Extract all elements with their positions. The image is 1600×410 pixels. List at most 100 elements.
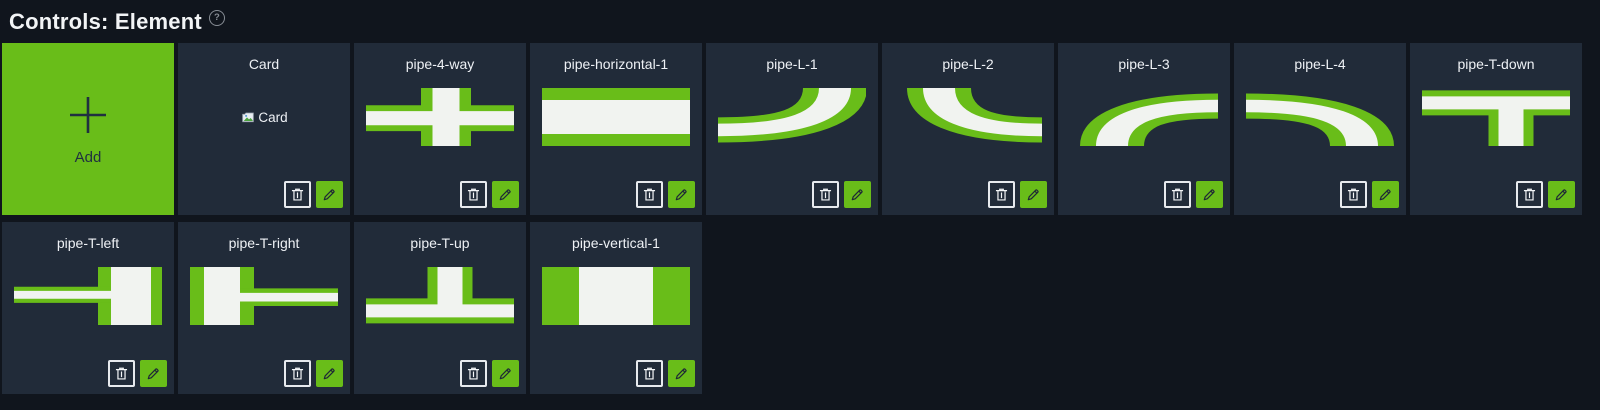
element-card-pipe-vertical-1: pipe-vertical-1 [530, 222, 702, 394]
card-title: pipe-L-4 [1294, 56, 1346, 72]
delete-button[interactable] [636, 360, 663, 387]
edit-button[interactable] [492, 181, 519, 208]
pencil-icon [675, 189, 687, 201]
pencil-icon [323, 368, 335, 380]
delete-button[interactable] [812, 181, 839, 208]
edit-button[interactable] [316, 181, 343, 208]
card-image: Card [190, 88, 338, 146]
card-actions [284, 360, 343, 387]
card-actions [1340, 181, 1399, 208]
delete-button[interactable] [460, 181, 487, 208]
delete-button[interactable] [1164, 181, 1191, 208]
edit-button[interactable] [668, 181, 695, 208]
edit-button[interactable] [1020, 181, 1047, 208]
pipe-L-2-image [894, 88, 1042, 146]
trash-icon [1171, 188, 1184, 201]
delete-button[interactable] [460, 360, 487, 387]
trash-icon [291, 367, 304, 380]
element-card-pipe-l-1: pipe-L-1 [706, 43, 878, 215]
edit-button[interactable] [668, 360, 695, 387]
edit-button[interactable] [844, 181, 871, 208]
card-title: pipe-T-down [1457, 56, 1535, 72]
delete-button[interactable] [988, 181, 1015, 208]
pipe-T-left-image [14, 267, 162, 325]
card-actions [988, 181, 1047, 208]
card-actions [1164, 181, 1223, 208]
edit-button[interactable] [1372, 181, 1399, 208]
delete-button[interactable] [284, 181, 311, 208]
broken-image-icon: Card [240, 109, 288, 125]
page-title: Controls: Element [9, 8, 202, 34]
broken-image-alt-text: Card [258, 109, 288, 125]
element-card-pipe-t-left: pipe-T-left [2, 222, 174, 394]
trash-icon [1347, 188, 1360, 201]
trash-icon [1523, 188, 1536, 201]
card-actions [108, 360, 167, 387]
plus-icon [70, 96, 106, 133]
add-element-card[interactable]: Add [2, 43, 174, 215]
card-title: pipe-T-up [410, 235, 470, 251]
pencil-icon [147, 368, 159, 380]
element-card-pipe-4-way: pipe-4-way [354, 43, 526, 215]
edit-button[interactable] [1548, 181, 1575, 208]
trash-icon [115, 367, 128, 380]
card-actions [460, 181, 519, 208]
trash-icon [819, 188, 832, 201]
card-actions [636, 181, 695, 208]
card-actions [636, 360, 695, 387]
delete-button[interactable] [1516, 181, 1543, 208]
delete-button[interactable] [636, 181, 663, 208]
pipe-T-right-image [190, 267, 338, 325]
pipe-T-up-image [366, 267, 514, 325]
delete-button[interactable] [1340, 181, 1367, 208]
element-card-pipe-t-right: pipe-T-right [178, 222, 350, 394]
card-title: pipe-T-left [56, 235, 120, 251]
card-title: Card [248, 56, 280, 72]
pencil-icon [323, 189, 335, 201]
edit-button[interactable] [492, 360, 519, 387]
card-title: pipe-L-3 [1118, 56, 1170, 72]
card-actions [284, 181, 343, 208]
trash-icon [291, 188, 304, 201]
delete-button[interactable] [284, 360, 311, 387]
pencil-icon [1555, 189, 1567, 201]
pipe-4-way-image [366, 88, 514, 146]
trash-icon [995, 188, 1008, 201]
delete-button[interactable] [108, 360, 135, 387]
element-card-pipe-l-2: pipe-L-2 [882, 43, 1054, 215]
pencil-icon [499, 368, 511, 380]
trash-icon [643, 188, 656, 201]
page-header: Controls: Element ? [0, 0, 1600, 43]
element-card-pipe-t-up: pipe-T-up [354, 222, 526, 394]
card-actions [812, 181, 871, 208]
add-label: Add [74, 148, 102, 166]
card-actions [460, 360, 519, 387]
element-card-pipe-t-down: pipe-T-down [1410, 43, 1582, 215]
card-title: pipe-L-2 [942, 56, 994, 72]
pipe-horizontal-1-image [542, 88, 690, 146]
element-card-pipe-horizontal-1: pipe-horizontal-1 [530, 43, 702, 215]
element-card-pipe-l-3: pipe-L-3 [1058, 43, 1230, 215]
edit-button[interactable] [140, 360, 167, 387]
pipe-L-1-image [718, 88, 866, 146]
help-icon[interactable]: ? [208, 9, 225, 26]
pipe-T-down-image [1422, 88, 1570, 146]
card-actions [1516, 181, 1575, 208]
pencil-icon [851, 189, 863, 201]
card-title: pipe-vertical-1 [572, 235, 660, 251]
pencil-icon [1379, 189, 1391, 201]
card-title: pipe-L-1 [766, 56, 818, 72]
edit-button[interactable] [1196, 181, 1223, 208]
trash-icon [467, 367, 480, 380]
pencil-icon [1203, 189, 1215, 201]
element-card-pipe-l-4: pipe-L-4 [1234, 43, 1406, 215]
trash-icon [643, 367, 656, 380]
pencil-icon [1027, 189, 1039, 201]
pipe-L-4-image [1246, 88, 1394, 146]
edit-button[interactable] [316, 360, 343, 387]
element-card-card: Card Card [178, 43, 350, 215]
pipe-L-3-image [1070, 88, 1218, 146]
card-title: pipe-4-way [405, 56, 475, 72]
pencil-icon [499, 189, 511, 201]
pipe-vertical-1-image [542, 267, 690, 325]
